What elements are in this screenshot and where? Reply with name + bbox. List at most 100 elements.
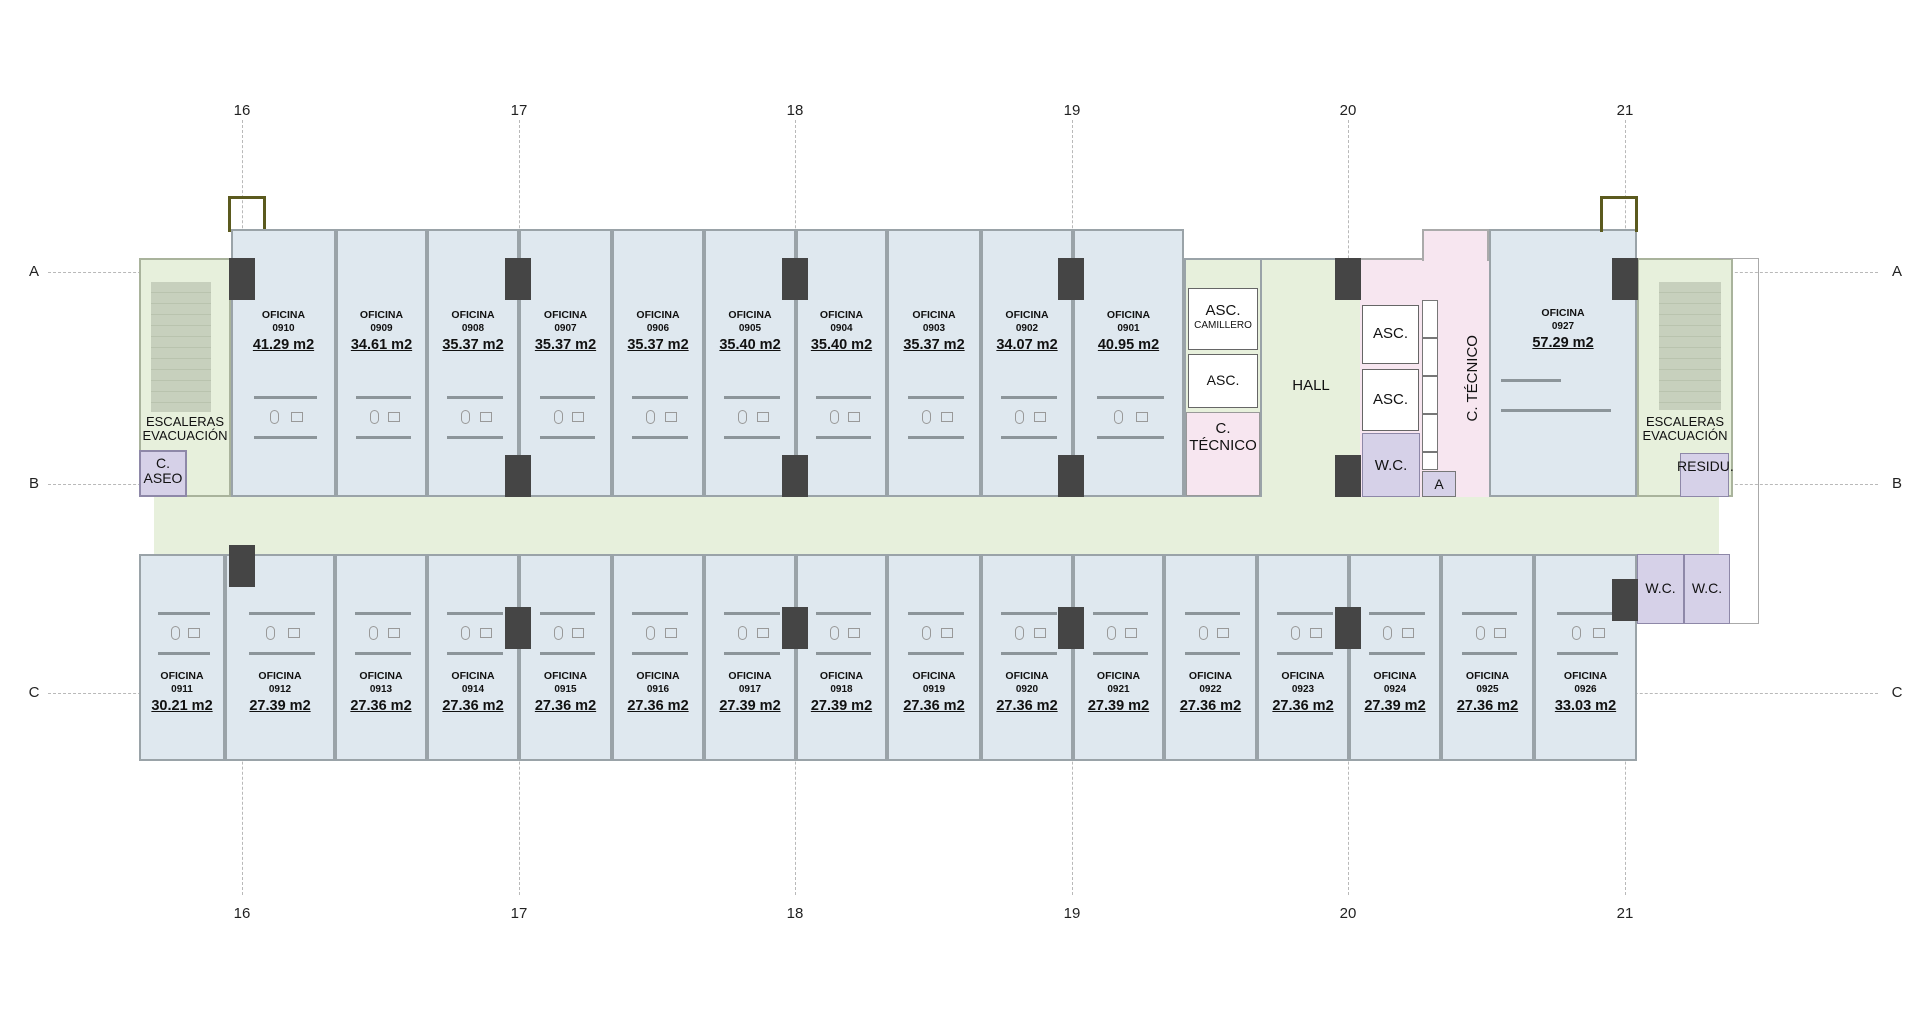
sink-icon	[388, 412, 401, 422]
toilet-icon	[921, 626, 931, 640]
sink-icon	[1401, 628, 1414, 638]
toilet-wall	[254, 436, 317, 439]
sink-icon	[1494, 628, 1507, 638]
room-wc-1: W.C.	[1637, 554, 1684, 624]
sink-icon	[756, 628, 769, 638]
office-number: 0924	[1383, 684, 1407, 695]
sink-icon	[848, 628, 861, 638]
structural-column	[505, 258, 531, 300]
toilet-wall	[1556, 652, 1619, 655]
toilet-wall	[907, 612, 965, 615]
sink-icon	[188, 628, 201, 638]
toilet-wall	[1501, 409, 1611, 412]
stairs-left-label-line2: EVACUACIÓN	[142, 428, 228, 444]
office-area: 27.36 m2	[627, 698, 689, 714]
corridor	[154, 490, 1719, 558]
room-c-aseo-label: C.ASEO	[141, 455, 185, 487]
office-area: 27.36 m2	[903, 698, 965, 714]
toilet-icon	[1113, 410, 1123, 424]
office-label: OFICINA	[1096, 670, 1141, 682]
office-label: OFICINA	[543, 309, 588, 321]
room-asc-camillero: ASC.CAMILLERO	[1188, 288, 1258, 350]
office-label: OFICINA	[543, 670, 588, 682]
toilet-wall	[355, 652, 411, 655]
toilet-wall	[1184, 612, 1241, 615]
toilet-wall	[724, 436, 780, 439]
wc-core-label: W.C.	[1374, 457, 1408, 474]
structural-column	[1335, 607, 1361, 649]
toilet-wall	[1097, 436, 1164, 439]
toilet-wall	[632, 436, 688, 439]
office-area: 27.36 m2	[1272, 698, 1334, 714]
asc-2-label: ASC.	[1372, 325, 1408, 342]
office-number: 0917	[738, 684, 762, 695]
toilet-wall	[816, 612, 871, 615]
toilet-wall	[249, 652, 315, 655]
office-label: OFICINA	[912, 309, 956, 321]
toilet-wall	[1093, 612, 1148, 615]
toilet-icon	[1106, 626, 1116, 640]
office-number: 0906	[646, 323, 670, 334]
toilet-wall	[907, 652, 965, 655]
structural-column	[505, 455, 531, 497]
toilet-icon	[829, 410, 839, 424]
office-label: OFICINA	[819, 309, 864, 321]
toilet-icon	[553, 626, 563, 640]
grid-label-bottom-20: 20	[1339, 905, 1357, 922]
toilet-wall	[158, 652, 210, 655]
office-area: 57.29 m2	[1532, 335, 1594, 351]
toilet-wall	[1461, 652, 1518, 655]
office-label: OFICINA	[451, 309, 495, 321]
toilet-wall	[632, 652, 688, 655]
toilet-wall	[632, 612, 688, 615]
sink-icon	[572, 412, 585, 422]
room-a-label: A	[1434, 476, 1444, 492]
room-asc-3: ASC.	[1362, 369, 1419, 431]
toilet-wall	[724, 612, 780, 615]
structural-column	[1335, 258, 1361, 300]
asc-3-label: ASC.	[1372, 391, 1408, 408]
sink-icon	[940, 412, 953, 422]
grid-label-top-21: 21	[1616, 102, 1634, 119]
toilet-icon	[369, 410, 379, 424]
structural-column	[1058, 607, 1084, 649]
toilet-wall	[447, 436, 503, 439]
toilet-icon	[646, 626, 656, 640]
